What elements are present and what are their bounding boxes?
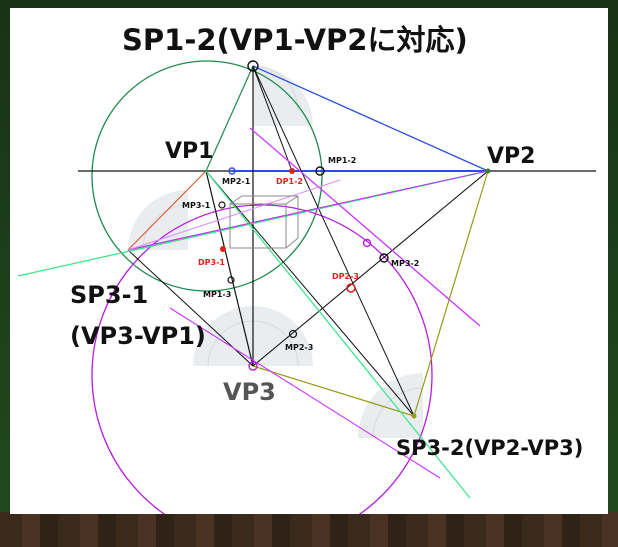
sp3-2-point bbox=[411, 413, 417, 419]
wood-floor-strip bbox=[0, 512, 618, 547]
line-sp1-2-vp2-blue bbox=[252, 65, 489, 172]
vp3-label: VP3 bbox=[223, 378, 276, 406]
perspective-diagram: SP1-2(VP1-VP2に対応) VP1 VP2 VP3 SP3-1 (VP3… bbox=[17, 23, 596, 514]
line-vp2-vp3-olive bbox=[413, 170, 489, 417]
line-vp1-sp3-2 bbox=[205, 170, 415, 417]
purple-circle-sp3-2 bbox=[91, 204, 433, 514]
mp1-2-point bbox=[315, 166, 325, 176]
mp2-1-point bbox=[228, 167, 236, 175]
vp2-label: VP2 bbox=[487, 144, 535, 169]
magenta-line-a bbox=[249, 127, 481, 327]
mp2-1-label: MP2-1 bbox=[222, 177, 251, 186]
mp1-2-label: MP1-2 bbox=[328, 156, 356, 165]
mp1-3-label: MP1-3 bbox=[203, 290, 231, 299]
line-vp1-sp3-1-red bbox=[127, 170, 207, 251]
protractor-top bbox=[252, 65, 313, 126]
line-sp1-2-vp1 bbox=[205, 65, 254, 172]
cube-sketch bbox=[229, 195, 299, 249]
vp3-point bbox=[248, 361, 258, 371]
sp3-2-label: SP3-2(VP2-VP3) bbox=[396, 436, 583, 460]
mp3-2-label: MP3-2 bbox=[391, 259, 419, 268]
protractor-bottom-right bbox=[358, 373, 424, 439]
dp1-2-label: DP1-2 bbox=[276, 177, 303, 186]
green-circle-sp1-2 bbox=[91, 60, 323, 292]
mp2-3-point bbox=[288, 329, 298, 339]
dp2-3-label: DP2-3 bbox=[332, 272, 359, 281]
dp2-3-point bbox=[346, 283, 356, 293]
mp3-1-label: MP3-1 bbox=[182, 201, 211, 210]
sp1-2-point bbox=[247, 60, 259, 72]
line-sp1-2-dp bbox=[252, 65, 293, 172]
dp3-1-point bbox=[220, 246, 226, 252]
sp3-1-sub-label: (VP3-VP1) bbox=[70, 322, 206, 350]
magenta-point bbox=[362, 238, 372, 248]
mp1-3-point bbox=[227, 276, 235, 284]
sp3-1-label: SP3-1 bbox=[70, 281, 148, 309]
vp2-point bbox=[485, 168, 491, 174]
diagram-canvas: SP1-2(VP1-VP2に対応) VP1 VP2 VP3 SP3-1 (VP3… bbox=[10, 8, 608, 514]
dp1-2-point bbox=[289, 168, 295, 174]
magenta-line-b bbox=[127, 170, 489, 251]
title-label: SP1-2(VP1-VP2に対応) bbox=[122, 23, 468, 57]
line-vp3-sp3-2-olive bbox=[252, 365, 415, 417]
line-sp1-2-sp3-2 bbox=[252, 65, 415, 417]
mp2-3-label: MP2-3 bbox=[285, 343, 313, 352]
magenta-line-c bbox=[169, 307, 441, 479]
line-vp1-vp3 bbox=[205, 170, 254, 367]
mp3-1-point bbox=[218, 201, 226, 209]
vp1-label: VP1 bbox=[165, 139, 213, 164]
mp3-2-point bbox=[379, 253, 389, 263]
dp3-1-label: DP3-1 bbox=[198, 258, 225, 267]
line-vp2-vp3-black bbox=[252, 170, 489, 367]
cyan-line-b bbox=[205, 170, 471, 499]
magenta-line-d bbox=[127, 179, 341, 251]
